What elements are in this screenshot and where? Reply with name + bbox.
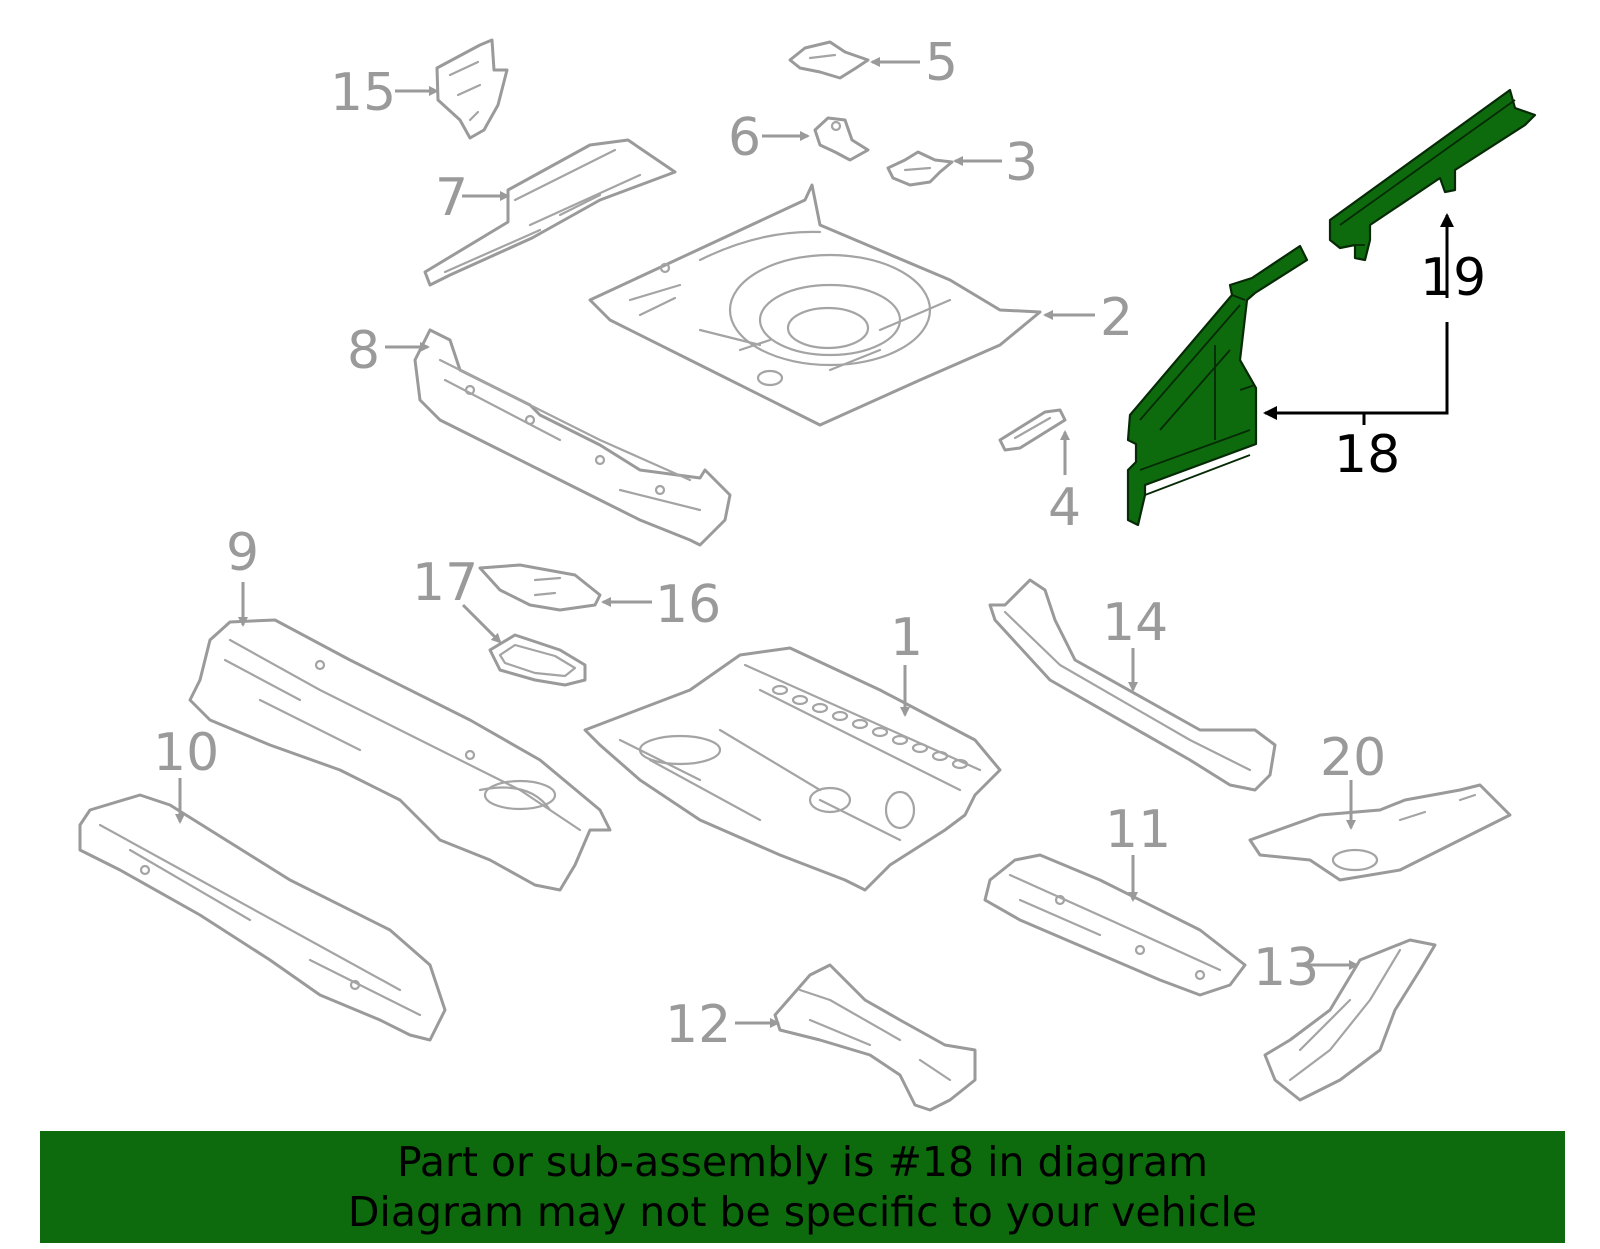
callout-19: 19 (1420, 248, 1486, 308)
callout-9: 9 (226, 523, 259, 583)
callout-15: 15 (330, 63, 396, 123)
part-9[interactable] (188, 618, 612, 892)
part-19-highlighted[interactable] (1328, 88, 1537, 262)
part-2[interactable] (588, 183, 1042, 427)
part-11[interactable] (983, 853, 1247, 997)
leader-17 (461, 603, 502, 644)
callout-3: 3 (1005, 133, 1038, 193)
part-5[interactable] (788, 40, 870, 80)
part-20[interactable] (1248, 783, 1512, 882)
callout-20: 20 (1320, 728, 1386, 788)
part-15[interactable] (435, 38, 509, 140)
part-3[interactable] (886, 150, 954, 187)
callout-11: 11 (1105, 800, 1171, 860)
part-10[interactable] (78, 793, 447, 1042)
info-banner: Part or sub-assembly is #18 in diagram D… (40, 1131, 1565, 1243)
part-17[interactable] (488, 633, 587, 687)
leader-18-bracket (1263, 322, 1449, 420)
callout-14: 14 (1102, 593, 1168, 653)
part-7[interactable] (423, 138, 677, 287)
part-8[interactable] (413, 328, 732, 547)
callout-1: 1 (890, 608, 923, 668)
part-13[interactable] (1263, 938, 1437, 1102)
banner-line-2: Diagram may not be specific to your vehi… (347, 1188, 1258, 1236)
callout-10: 10 (153, 723, 219, 783)
callout-5: 5 (925, 33, 958, 93)
part-6[interactable] (813, 116, 870, 162)
callout-7: 7 (435, 168, 468, 228)
callout-16: 16 (655, 575, 721, 635)
part-16[interactable] (478, 563, 602, 612)
callout-18: 18 (1334, 425, 1400, 485)
part-4[interactable] (998, 408, 1067, 452)
part-1[interactable] (583, 646, 1002, 892)
banner-line-1: Part or sub-assembly is #18 in diagram (396, 1138, 1209, 1186)
callout-8: 8 (347, 321, 380, 381)
callout-6: 6 (728, 108, 761, 168)
callout-12: 12 (665, 995, 731, 1055)
callout-13: 13 (1253, 938, 1319, 998)
callout-2: 2 (1100, 288, 1133, 348)
part-18-highlighted[interactable] (1126, 244, 1309, 527)
part-12[interactable] (773, 963, 977, 1112)
part-14[interactable] (988, 578, 1277, 792)
callout-17: 17 (412, 553, 478, 613)
callout-4: 4 (1048, 478, 1081, 538)
